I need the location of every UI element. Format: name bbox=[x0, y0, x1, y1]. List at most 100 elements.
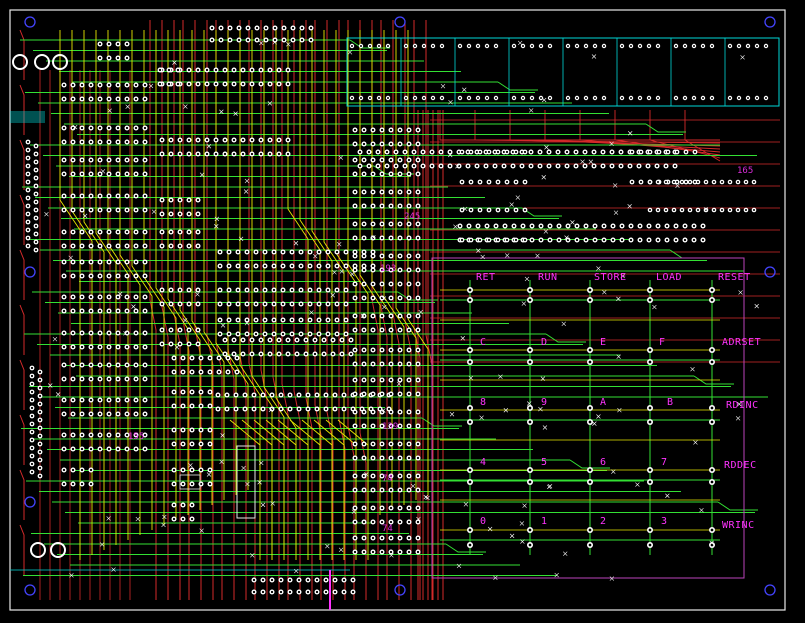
pad-hole bbox=[89, 260, 93, 264]
pad-hole bbox=[178, 230, 182, 234]
pad-hole bbox=[710, 288, 714, 292]
pad-hole bbox=[38, 458, 42, 462]
pad-hole bbox=[107, 42, 111, 46]
pad-hole bbox=[34, 216, 38, 220]
pad-hole bbox=[460, 180, 464, 184]
pad-hole bbox=[611, 238, 615, 242]
via-mark bbox=[737, 401, 742, 407]
pad-hole bbox=[416, 488, 420, 492]
pad-hole bbox=[62, 140, 66, 144]
pad-hole bbox=[371, 348, 375, 352]
pad-hole bbox=[272, 288, 276, 292]
pad-hole bbox=[389, 536, 393, 540]
pad-hole bbox=[656, 238, 660, 242]
pad-hole bbox=[407, 158, 411, 162]
pad-hole bbox=[360, 407, 364, 411]
via-mark bbox=[151, 209, 157, 214]
pad-hole bbox=[387, 97, 389, 99]
key-label-7: 7 bbox=[661, 457, 668, 468]
pad-hole bbox=[619, 164, 623, 168]
via-mark bbox=[270, 501, 275, 506]
pad-hole bbox=[107, 244, 111, 248]
pad-hole bbox=[416, 328, 420, 332]
pad-hole bbox=[272, 302, 276, 306]
pad-hole bbox=[26, 220, 30, 224]
pad-hole bbox=[333, 578, 337, 582]
pad-hole bbox=[317, 250, 321, 254]
pad-hole bbox=[223, 152, 227, 156]
pad-hole bbox=[675, 45, 677, 47]
pad-hole bbox=[362, 222, 366, 226]
pad-hole bbox=[196, 198, 200, 202]
pad-hole bbox=[160, 342, 164, 346]
via-mark bbox=[627, 204, 632, 209]
pad-hole bbox=[588, 480, 592, 484]
pad-hole bbox=[134, 331, 138, 335]
pad-hole bbox=[728, 208, 732, 212]
via-mark bbox=[609, 576, 615, 581]
pad-hole bbox=[62, 83, 66, 87]
via-mark bbox=[351, 509, 357, 514]
pad-hole bbox=[326, 250, 330, 254]
via-mark bbox=[611, 469, 616, 474]
via-mark bbox=[123, 331, 128, 336]
pad-hole bbox=[80, 331, 84, 335]
via-mark bbox=[613, 210, 619, 215]
pad-hole bbox=[134, 158, 138, 162]
pad-hole bbox=[143, 97, 147, 101]
via-mark bbox=[117, 291, 123, 297]
via-mark bbox=[520, 539, 525, 544]
pad-hole bbox=[448, 164, 452, 168]
key-label-c: C bbox=[480, 337, 487, 348]
pad-hole bbox=[389, 424, 393, 428]
pad-hole bbox=[270, 578, 274, 582]
pad-hole bbox=[181, 442, 185, 446]
pad-hole bbox=[362, 158, 366, 162]
pad-hole bbox=[196, 138, 200, 142]
pad-hole bbox=[217, 370, 221, 374]
pad-hole bbox=[710, 406, 714, 410]
pad-hole bbox=[125, 172, 129, 176]
pad-hole bbox=[172, 517, 176, 521]
pad-hole bbox=[675, 97, 677, 99]
trace bbox=[107, 30, 129, 540]
pad-hole bbox=[477, 45, 479, 47]
pad-hole bbox=[38, 426, 42, 430]
trace bbox=[380, 20, 388, 600]
pad-hole bbox=[412, 150, 416, 154]
pad-hole bbox=[331, 352, 335, 356]
pad-hole bbox=[38, 418, 42, 422]
via-mark bbox=[259, 460, 264, 466]
pad-hole bbox=[514, 150, 518, 154]
pad-hole bbox=[648, 420, 652, 424]
pad-hole bbox=[371, 362, 375, 366]
pad-hole bbox=[710, 480, 714, 484]
pad-hole bbox=[89, 172, 93, 176]
pad-hole bbox=[421, 150, 425, 154]
via-mark bbox=[125, 104, 130, 109]
pad-hole bbox=[729, 45, 731, 47]
via-mark bbox=[738, 290, 743, 295]
pad-hole bbox=[407, 348, 411, 352]
pad-hole bbox=[476, 224, 480, 228]
pad-hole bbox=[468, 348, 472, 352]
pad-hole bbox=[369, 97, 371, 99]
pad-hole bbox=[237, 38, 241, 42]
pad-hole bbox=[648, 406, 652, 410]
pad-hole bbox=[756, 45, 758, 47]
pad-hole bbox=[639, 97, 641, 99]
pad-hole bbox=[407, 410, 411, 414]
pad-hole bbox=[232, 338, 236, 342]
pad-hole bbox=[125, 433, 129, 437]
pad-hole bbox=[398, 190, 402, 194]
pad-hole bbox=[398, 268, 402, 272]
key-label-run: RUN bbox=[538, 272, 558, 283]
pad-hole bbox=[344, 264, 348, 268]
pad-hole bbox=[398, 142, 402, 146]
pad-hole bbox=[432, 45, 434, 47]
pad-hole bbox=[398, 424, 402, 428]
pad-hole bbox=[160, 244, 164, 248]
pad-hole bbox=[80, 230, 84, 234]
pad-hole bbox=[187, 138, 191, 142]
via-mark bbox=[543, 229, 549, 234]
